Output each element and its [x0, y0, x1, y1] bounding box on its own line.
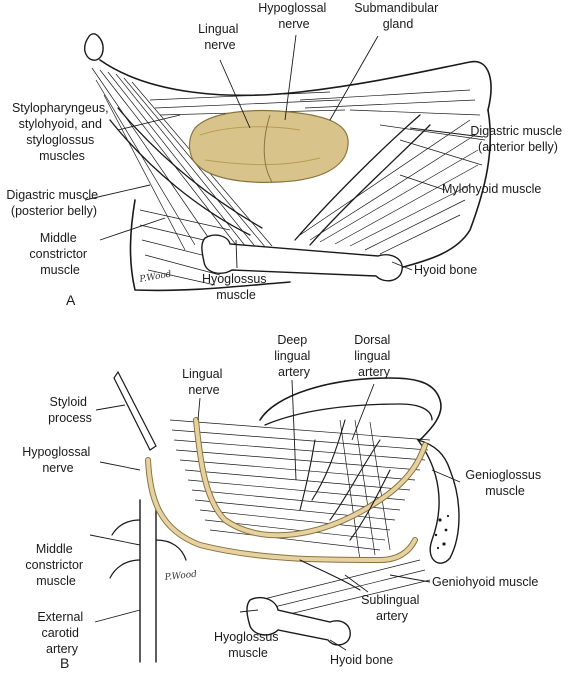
mandible-chin-b [416, 438, 460, 564]
submandibular-gland [188, 109, 349, 183]
styloid-tip-a [84, 33, 104, 61]
gland-lobe-line [263, 114, 273, 183]
hyoid-bone-b [246, 596, 351, 646]
label-hypoglossal-nerve-b: Hypoglossal nerve [22, 445, 94, 475]
label-middle-constrictor-a: Middle constrictor muscle [29, 231, 90, 277]
carotid-branches-b [109, 519, 187, 579]
hyoid-bone-a [201, 234, 403, 282]
label-external-carotid-b: External carotid artery [37, 610, 86, 656]
artist-signature-a: P.Wood [138, 269, 173, 285]
hypoglossal-nerve-b [146, 458, 417, 563]
tongue-dorsum-b [259, 377, 442, 441]
gland-shading-2 [204, 157, 321, 166]
label-hypoglossal-nerve-a: Hypoglossal nerve [258, 1, 330, 31]
panel-letter-b: B [60, 655, 69, 671]
artist-signature-b: P.Wood [163, 570, 197, 583]
digastric-posterior-belly [109, 119, 251, 236]
label-digastric-anterior-a: Digastric muscle (anterior belly) [470, 124, 565, 154]
lingual-nerve-b [194, 418, 427, 538]
panel-letter-a: A [66, 292, 76, 308]
panel-a-illustration: A P.Wood Lingual nerve Hypoglossal nerve… [6, 1, 565, 308]
panel-b-illustration: B P.Wood Deep lingual artery Dorsal ling… [22, 333, 544, 671]
styloid-process-b [113, 370, 157, 451]
leader-lines-b [89, 379, 461, 651]
leader-lines-a [84, 34, 484, 271]
face-outline-a [399, 109, 492, 269]
label-lingual-nerve-a: Lingual nerve [198, 22, 242, 52]
muscle-hatching-b [169, 419, 431, 621]
external-carotid-artery-b [139, 499, 157, 663]
label-sublingual-artery-b: Sublingual artery [361, 593, 423, 623]
label-hyoglossus-b: Hyoglossus muscle [214, 630, 282, 660]
label-lingual-nerve-b: Lingual nerve [182, 367, 226, 397]
label-stylo-muscles-a: Stylopharyngeus, stylohyoid, and stylogl… [12, 101, 112, 163]
label-deep-lingual-artery-b: Deep lingual artery [274, 333, 314, 379]
label-mylohyoid-a: Mylohyoid muscle [442, 182, 541, 196]
label-submandibular-gland-a: Submandibular gland [354, 1, 442, 31]
neck-outline-a [129, 199, 291, 292]
label-styloid-process-b: Styloid process [48, 395, 92, 425]
label-geniohyoid-b: Geniohyoid muscle [432, 575, 538, 589]
label-hyoglossus-a: Hyoglossus muscle [202, 272, 270, 302]
digastric-anterior-belly-edge [309, 124, 431, 246]
lingual-artery-branches-b [299, 419, 391, 591]
label-hyoid-bone-b: Hyoid bone [330, 653, 393, 667]
digastric-anterior-belly [294, 114, 421, 241]
tongue-surface-b [264, 403, 433, 426]
label-genioglossus-b: Genioglossus muscle [465, 468, 544, 498]
label-digastric-posterior-a: Digastric muscle (posterior belly) [6, 188, 101, 218]
label-dorsal-lingual-artery-b: Dorsal lingual artery [354, 333, 394, 379]
hypoglossal-nerve-b-outline [145, 457, 418, 564]
mandible-outline-a [99, 59, 492, 111]
digastric-posterior-belly-edge [117, 107, 263, 229]
label-middle-constrictor-b: Middle constrictor muscle [25, 542, 86, 588]
label-hyoid-bone-a: Hyoid bone [414, 263, 477, 277]
chin-stipple-b [434, 514, 450, 550]
